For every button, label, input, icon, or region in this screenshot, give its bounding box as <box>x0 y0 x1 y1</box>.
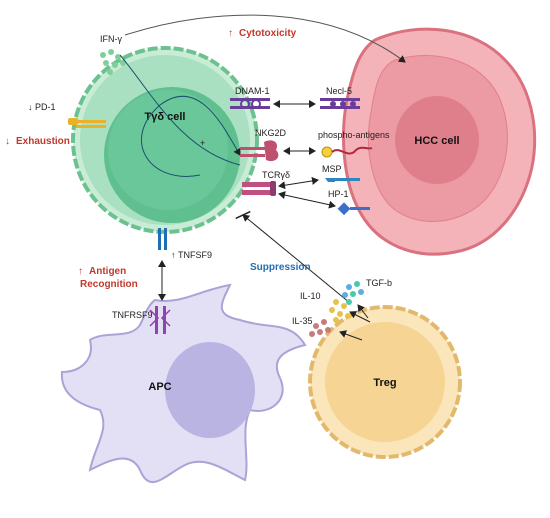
treg-cell: Treg <box>308 305 462 459</box>
exhaustion-down-arrow: ↓ <box>5 136 10 147</box>
nkg2d-receptor <box>240 140 279 162</box>
phosphoantigens-label: phospho-antigens <box>318 130 390 140</box>
ifng-signal-line <box>119 54 241 166</box>
dnam1-receptor <box>230 98 270 109</box>
tgfb-dots <box>342 281 364 305</box>
exhaustion-effect: ↓ Exhaustion <box>5 136 70 147</box>
apc-label: APC <box>148 381 171 393</box>
plus-sign: + <box>200 138 205 148</box>
ifng-to-hcc-arrow <box>124 14 406 63</box>
tnfsf9-ligand <box>158 228 167 250</box>
msp-ligand <box>325 178 360 182</box>
suppression-bar <box>235 210 251 220</box>
tcrgd-hp1-arrow <box>278 191 336 209</box>
pd1-label: PD-1 <box>35 102 56 112</box>
necl5-ligand <box>320 98 360 109</box>
il35-label: IL-35 <box>292 316 313 326</box>
ifng-label: IFN-γ <box>100 34 122 44</box>
nkg2d-label: NKG2D <box>255 128 287 138</box>
tcrgd-label: TCRγδ <box>262 170 290 180</box>
hcc-cell-label: HCC cell <box>414 135 459 147</box>
signal-loop-arrow <box>141 96 241 177</box>
cytotoxicity-effect: ↑ Cytotoxicity <box>228 28 297 39</box>
antigen-recognition-effect: ↑ Antigen Recognition <box>78 266 138 290</box>
tnfsf9-label: TNFSF9 <box>178 250 212 260</box>
tnfrsf9-receptor <box>149 306 171 334</box>
treg-il10-arrow <box>349 311 371 323</box>
il10-label: IL-10 <box>300 291 321 301</box>
dnam1-label: DNAM-1 <box>235 86 270 96</box>
tnfrsf9-label: TNFRSF9 <box>112 310 153 320</box>
treg-tgfb-arrow <box>357 304 369 319</box>
exhaustion-label: Exhaustion <box>16 136 70 147</box>
hp1-label: HP-1 <box>328 189 349 199</box>
tgd-cell-label: Tγδ cell <box>145 111 186 123</box>
antigen-line1: Antigen <box>89 266 126 277</box>
cytotoxicity-label: Cytotoxicity <box>239 28 297 39</box>
hcc-cell: HCC cell <box>342 27 537 256</box>
msp-label: MSP <box>322 164 342 174</box>
il35-dots <box>309 319 331 337</box>
apc-cell: APC <box>60 283 307 484</box>
necl5-label: Necl-5 <box>326 86 352 96</box>
hp1-ligand <box>337 202 370 216</box>
tcrgd-msp-arrow <box>278 176 319 190</box>
antigen-line2: Recognition <box>80 279 138 290</box>
suppression-line <box>242 214 351 304</box>
treg-label: Treg <box>373 377 396 389</box>
suppression-label: Suppression <box>250 262 311 273</box>
tgd-cell: Tγδ cell <box>71 46 259 234</box>
tgfb-label: TGF-b <box>366 278 392 288</box>
ifng-dots <box>100 49 126 75</box>
pd1-receptor <box>68 118 106 128</box>
antigen-up-arrow: ↑ <box>78 266 83 277</box>
tcrgd-receptor <box>242 181 276 196</box>
phosphoantigen-ligand <box>321 146 373 158</box>
pd1-down-arrow: ↓ <box>28 102 33 112</box>
cytotoxicity-up-arrow: ↑ <box>228 28 233 39</box>
tnfsf9-up-arrow: ↑ <box>171 250 176 260</box>
treg-il35-arrow <box>339 330 363 341</box>
